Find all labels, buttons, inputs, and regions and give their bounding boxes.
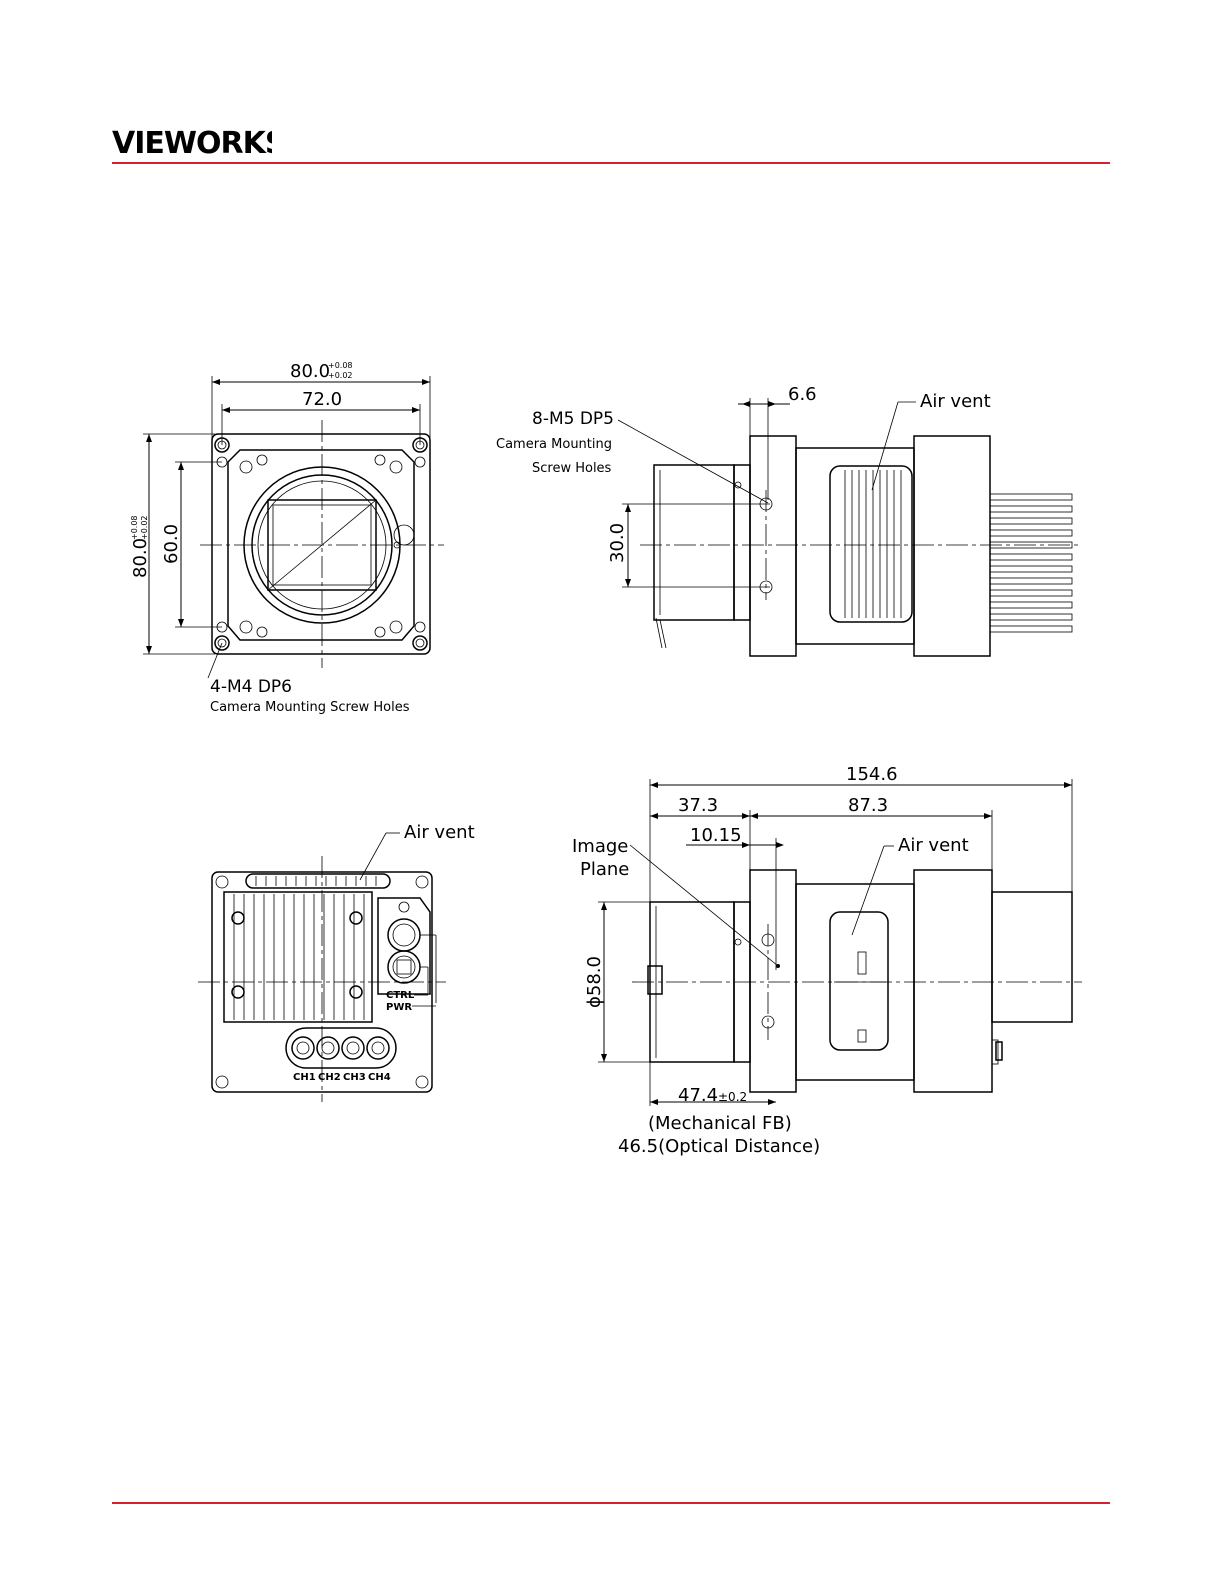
channel-3-label: CH3 (343, 1072, 366, 1083)
top-air-vent-label: Air vent (920, 391, 991, 412)
mechanical-fb-label: (Mechanical FB) (648, 1113, 792, 1134)
heatsink-fins (990, 494, 1072, 632)
front-inner-height-dim: 60.0 (161, 524, 182, 564)
dim-87-3: 87.3 (848, 795, 888, 816)
front-holes-callout: 4-M4 DP6 (210, 677, 292, 697)
top-holes-note-2: Screw Holes (532, 461, 612, 476)
pwr-label: PWR (386, 1002, 412, 1013)
front-holes-note: Camera Mounting Screw Holes (210, 700, 410, 715)
optical-distance-label: 46.5(Optical Distance) (618, 1136, 820, 1157)
diameter-dim: ϕ58.0 (584, 956, 605, 1008)
side-view-top: 6.6 8-M5 DP5 Camera Mounting Screw Holes… (496, 384, 1082, 656)
flange-dim: 47.4 (678, 1085, 718, 1106)
rear-heatsink (234, 894, 364, 1020)
front-width-dim: 80.0 (290, 361, 330, 382)
rear-air-vent-label: Air vent (404, 822, 475, 843)
channel-1-label: CH1 (293, 1072, 316, 1083)
side-view-bottom: 154.6 37.3 87.3 10.15 Image Plane Air ve… (572, 764, 1082, 1157)
image-plane-label-1: Image (572, 836, 628, 857)
top-vent-fins (845, 470, 901, 618)
image-plane-label-2: Plane (580, 859, 629, 880)
front-height-dim: 80.0 (130, 538, 151, 578)
front-height-tol-plus: +0.08 (130, 515, 139, 540)
ctrl-label: CTRL (386, 990, 415, 1001)
channel-4-label: CH4 (368, 1072, 391, 1083)
dim-30: 30.0 (607, 523, 628, 563)
rear-vent-slots (256, 876, 376, 886)
front-width-tol-minus: +0.02 (328, 371, 353, 380)
front-inner-width-dim: 72.0 (302, 389, 342, 410)
flange-tol: ±0.2 (718, 1090, 747, 1104)
front-view: 80.0 +0.08 +0.02 72.0 80.0 +0.08 +0.02 6… (130, 361, 444, 715)
channel-2-label: CH2 (318, 1072, 341, 1083)
top-holes-callout: 8-M5 DP5 (532, 409, 614, 429)
dim-154-6: 154.6 (846, 764, 898, 785)
dim-37-3: 37.3 (678, 795, 718, 816)
top-holes-note-1: Camera Mounting (496, 437, 612, 452)
bottom-air-vent-label: Air vent (898, 835, 969, 856)
dim-10-15: 10.15 (690, 825, 742, 846)
front-height-tol-minus: +0.02 (140, 515, 149, 540)
rear-view: Air vent (198, 822, 475, 1102)
dim-6-6: 6.6 (788, 384, 817, 405)
front-width-tol-plus: +0.08 (328, 361, 353, 370)
